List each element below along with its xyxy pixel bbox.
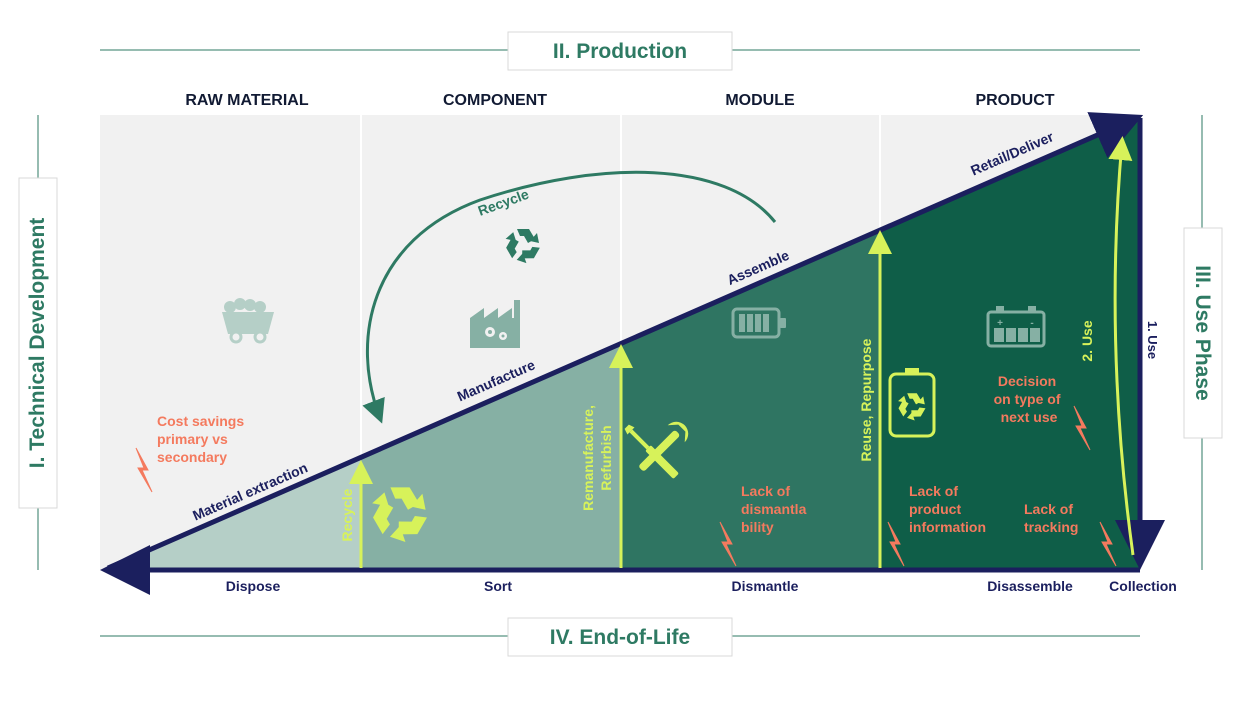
stage-module: MODULE: [725, 92, 795, 109]
tools-icon: [624, 421, 689, 479]
label-disassemble: Disassemble: [987, 578, 1073, 594]
challenge-product-information: Lack of product information: [909, 483, 986, 535]
recycle-icon-bottom: [372, 487, 427, 542]
label-refurbish: Refurbish: [598, 425, 614, 490]
mine-cart-icon: [222, 298, 274, 344]
phase-technical-development: I. Technical Development: [26, 218, 49, 469]
phase-production: II. Production: [553, 40, 687, 63]
factory-icon: [470, 300, 520, 348]
stage-product: PRODUCT: [975, 92, 1054, 109]
label-recycle-vertical: Recycle: [339, 488, 355, 541]
challenge-cost-savings: Cost savings primary vs secondary: [157, 413, 248, 465]
challenge-decision-next-use: Decision on type of next use: [994, 373, 1065, 425]
recycle-icon-top: [505, 229, 540, 264]
label-dispose: Dispose: [226, 578, 281, 594]
label-first-use: 1. Use: [1145, 321, 1160, 359]
svg-text:-: -: [1030, 318, 1033, 329]
svg-text:+: +: [997, 318, 1003, 329]
phase-label-boxes: [18, 31, 1223, 657]
label-dismantle: Dismantle: [732, 578, 799, 594]
zone-module: [621, 228, 880, 570]
lightning-icon: [887, 521, 905, 567]
phase-use: III. Use Phase: [1191, 265, 1214, 400]
zone-component: [361, 343, 621, 570]
challenge-tracking: Lack of tracking: [1024, 501, 1078, 535]
challenge-dismantlability: Lack of dismantla bility: [741, 483, 810, 535]
lightning-icon: [1099, 521, 1117, 567]
label-sort: Sort: [484, 578, 512, 594]
label-remanufacture: Remanufacture,: [580, 405, 596, 511]
lightning-icon: [135, 447, 153, 493]
stage-raw-material: RAW MATERIAL: [185, 92, 308, 109]
forward-flow-arrow: [106, 112, 1144, 571]
battery-pack-icon: + -: [986, 306, 1046, 348]
phase-end-of-life: IV. End-of-Life: [550, 626, 690, 649]
label-reuse-repurpose: Reuse, Repurpose: [858, 338, 874, 461]
label-collection: Collection: [1109, 578, 1177, 594]
label-second-use: 2. Use: [1079, 320, 1095, 361]
battery-recycle-icon: [888, 368, 936, 438]
lightning-icon: [719, 521, 737, 567]
stage-component: COMPONENT: [443, 92, 547, 109]
zone-product: [880, 115, 1140, 570]
second-use-arrow: [1108, 136, 1135, 556]
recycle-arc-arrow: [362, 170, 777, 424]
lightning-icon: [1073, 405, 1091, 451]
phase-frame-lines: [37, 49, 1203, 637]
battery-cell-icon: [731, 307, 786, 339]
